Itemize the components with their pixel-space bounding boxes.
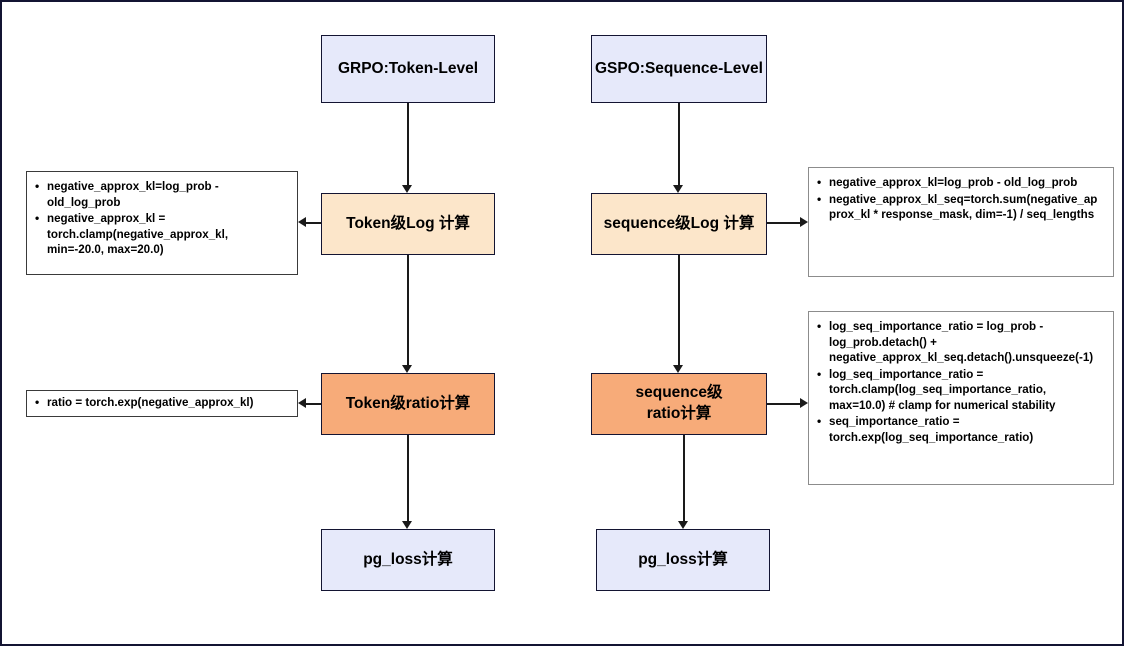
node-gspo-header[interactable]: GSPO:Sequence-Level <box>591 35 767 103</box>
connector-gspo-header-to-log <box>678 103 680 185</box>
node-gspo-pg-loss-label: pg_loss计算 <box>638 550 728 568</box>
arrowhead-sequence-log-to-note <box>800 217 808 227</box>
node-grpo-pg-loss-label: pg_loss计算 <box>363 550 453 568</box>
note-grpo-ratio-item: ratio = torch.exp(negative_approx_kl) <box>35 394 288 411</box>
node-sequence-log[interactable]: sequence级Log 计算 <box>591 193 767 255</box>
note-gspo-ratio-item: seq_importance_ratio = torch.exp(log_seq… <box>817 413 1104 445</box>
node-grpo-header[interactable]: GRPO:Token-Level <box>321 35 495 103</box>
arrowhead-sequence-ratio-to-note <box>800 398 808 408</box>
note-gspo-ratio-item: log_seq_importance_ratio = torch.clamp(l… <box>817 366 1104 414</box>
connector-sequence-log-to-note <box>767 222 800 224</box>
node-sequence-ratio-label-line1: sequence级 <box>635 384 723 402</box>
arrowhead-grpo-log-to-ratio <box>402 365 412 373</box>
connector-sequence-ratio-to-note <box>767 403 800 405</box>
connector-token-log-to-note <box>306 222 321 224</box>
node-token-ratio[interactable]: Token级ratio计算 <box>321 373 495 435</box>
connector-token-ratio-to-note <box>306 403 321 405</box>
node-gspo-pg-loss[interactable]: pg_loss计算 <box>596 529 770 591</box>
note-grpo-ratio-list: ratio = torch.exp(negative_approx_kl) <box>32 394 288 411</box>
node-sequence-log-label: sequence级Log 计算 <box>603 214 755 232</box>
node-gspo-header-label: GSPO:Sequence-Level <box>595 59 763 77</box>
node-token-log[interactable]: Token级Log 计算 <box>321 193 495 255</box>
node-token-ratio-label: Token级ratio计算 <box>345 394 471 412</box>
note-grpo-ratio: ratio = torch.exp(negative_approx_kl) <box>26 390 298 417</box>
connector-gspo-ratio-to-loss <box>683 435 685 521</box>
arrowhead-gspo-log-to-ratio <box>673 365 683 373</box>
note-gspo-log: negative_approx_kl=log_prob - old_log_pr… <box>808 167 1114 277</box>
connector-grpo-header-to-log <box>407 103 409 185</box>
arrowhead-grpo-ratio-to-loss <box>402 521 412 529</box>
note-gspo-log-item: negative_approx_kl_seq=torch.sum(negativ… <box>817 191 1104 223</box>
node-token-log-label: Token级Log 计算 <box>346 214 470 232</box>
arrowhead-token-log-to-note <box>298 217 306 227</box>
node-grpo-header-label: GRPO:Token-Level <box>337 59 479 77</box>
note-grpo-log-list: negative_approx_kl=log_prob - old_log_pr… <box>32 178 288 258</box>
note-grpo-log-item: negative_approx_kl=log_prob - old_log_pr… <box>35 178 288 210</box>
note-grpo-log: negative_approx_kl=log_prob - old_log_pr… <box>26 171 298 275</box>
arrowhead-gspo-ratio-to-loss <box>678 521 688 529</box>
note-gspo-ratio-item: log_seq_importance_ratio = log_prob - lo… <box>817 318 1104 366</box>
note-gspo-ratio-list: log_seq_importance_ratio = log_prob - lo… <box>814 318 1104 445</box>
arrowhead-token-ratio-to-note <box>298 398 306 408</box>
arrowhead-grpo-header-to-log <box>402 185 412 193</box>
connector-grpo-log-to-ratio <box>407 255 409 365</box>
note-gspo-ratio: log_seq_importance_ratio = log_prob - lo… <box>808 311 1114 485</box>
note-grpo-log-item: negative_approx_kl = torch.clamp(negativ… <box>35 210 288 258</box>
connector-gspo-log-to-ratio <box>678 255 680 365</box>
note-gspo-log-item: negative_approx_kl=log_prob - old_log_pr… <box>817 174 1104 191</box>
node-sequence-ratio-label-line2: ratio计算 <box>646 405 712 422</box>
node-grpo-pg-loss[interactable]: pg_loss计算 <box>321 529 495 591</box>
node-sequence-ratio[interactable]: sequence级 ratio计算 <box>591 373 767 435</box>
connector-grpo-ratio-to-loss <box>407 435 409 521</box>
arrowhead-gspo-header-to-log <box>673 185 683 193</box>
note-gspo-log-list: negative_approx_kl=log_prob - old_log_pr… <box>814 174 1104 223</box>
